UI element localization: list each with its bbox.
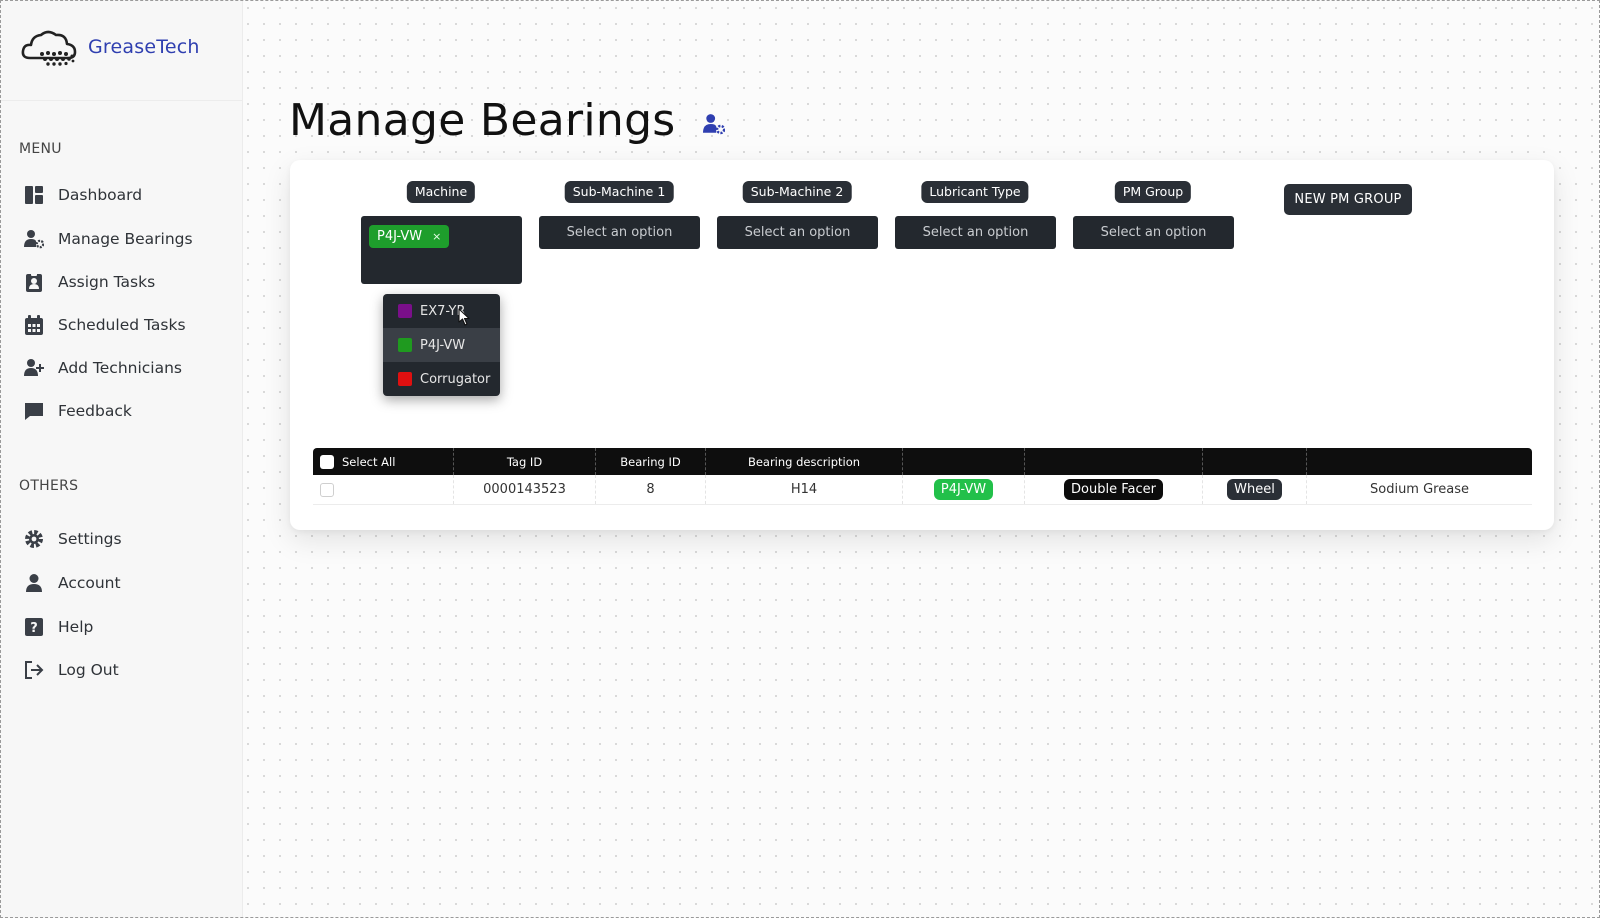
option-label: Corrugator [420,371,491,387]
sub-machine-1-cell: Double Facer [1024,475,1202,504]
bearing-id-cell: 8 [595,475,705,504]
logo[interactable]: GreaseTech [20,28,200,66]
select-all-label: Select All [342,454,396,469]
select-all-checkbox[interactable] [320,454,334,469]
sidebar-item-label: Settings [58,530,122,548]
sidebar-item-log-out[interactable]: Log Out [24,657,119,683]
color-swatch [398,338,412,352]
column-header[interactable] [1202,448,1306,475]
machine-cell: P4J-VW [902,475,1024,504]
sidebar-item-settings[interactable]: Settings [24,526,122,552]
page-title: Manage Bearings [289,95,676,146]
selected-machine-chip: P4J-VW × [369,225,450,248]
dashboard-icon [25,186,43,204]
sub-machine-1-select[interactable]: Select an option [539,216,700,249]
sidebar-item-label: Help [58,618,94,636]
calendar-icon [25,315,43,335]
column-header[interactable] [1024,448,1202,475]
sidebar-item-label: Assign Tasks [58,273,156,291]
pm-group-select[interactable]: Select an option [1073,216,1234,249]
sidebar-item-add-technicians[interactable]: Add Technicians [24,355,182,381]
sidebar-item-dashboard[interactable]: Dashboard [24,182,142,208]
sidebar: GreaseTech MENU Dashboard Manage Bearing… [0,0,243,918]
lubricant-cell: Sodium Grease [1306,475,1532,504]
message-icon [25,403,43,420]
menu-section-title: MENU [19,141,62,157]
sub-machine-2-select[interactable]: Select an option [717,216,878,249]
tag-id-header[interactable]: Tag ID [453,448,595,475]
sub-machine-1-badge: Double Facer [1064,479,1163,500]
logout-icon [25,661,44,679]
color-swatch [398,372,412,386]
gear-icon [25,530,43,548]
row-checkbox[interactable] [320,482,334,497]
sidebar-item-manage-bearings[interactable]: Manage Bearings [24,226,193,252]
sidebar-item-label: Account [58,574,121,592]
sub-machine-1-filter-label: Sub-Machine 1 [564,181,674,203]
new-pm-group-button[interactable]: NEW PM GROUP [1284,184,1412,215]
sidebar-item-feedback[interactable]: Feedback [24,398,132,424]
machine-option[interactable]: P4J-VW [383,328,500,362]
machine-option[interactable]: Corrugator [383,362,500,396]
clipboard-user-icon [26,272,42,292]
machine-dropdown: EX7-YR P4J-VW Corrugator [383,294,500,396]
brand-name: GreaseTech [88,36,200,58]
machine-option[interactable]: EX7-YR [383,294,500,328]
row-select-cell [313,475,453,504]
sidebar-item-label: Dashboard [58,186,143,204]
sidebar-item-account[interactable]: Account [24,570,121,596]
pm-group-filter-label: PM Group [1114,181,1192,203]
remove-chip-icon[interactable]: × [432,230,442,243]
sidebar-item-label: Manage Bearings [58,230,193,248]
table-header: Select All Tag ID Bearing ID Bearing des… [313,448,1532,475]
column-header[interactable] [1306,448,1532,475]
machine-filter-label: Machine [406,181,476,203]
sidebar-item-scheduled-tasks[interactable]: Scheduled Tasks [24,312,186,338]
others-section-title: OTHERS [19,478,79,494]
sub-machine-2-filter-label: Sub-Machine 2 [742,181,852,203]
user-icon [26,574,42,592]
tag-id-cell: 0000143523 [453,475,595,504]
chip-label: P4J-VW [377,229,423,244]
user-gear-icon [703,114,725,135]
sidebar-item-label: Log Out [58,661,119,679]
user-plus-icon [24,359,44,376]
question-icon: ? [25,618,43,636]
machine-select[interactable]: P4J-VW × [361,216,522,284]
column-header[interactable] [902,448,1024,475]
sub-machine-2-cell: Wheel [1202,475,1306,504]
machine-badge: P4J-VW [933,479,994,500]
sidebar-item-label: Scheduled Tasks [58,316,186,334]
user-gear-icon [24,230,44,249]
sidebar-item-help[interactable]: ? Help [24,614,93,640]
bearing-description-cell: H14 [705,475,902,504]
option-label: EX7-YR [420,303,466,319]
lubricant-type-select[interactable]: Select an option [895,216,1056,249]
svg-text:?: ? [30,621,38,636]
lubricant-type-filter-label: Lubricant Type [921,181,1029,203]
sidebar-item-label: Add Technicians [58,359,183,377]
mouse-cursor-icon [458,308,470,326]
sidebar-divider [0,100,243,101]
bearings-card: Machine Sub-Machine 1 Sub-Machine 2 Lubr… [290,160,1554,530]
bearing-id-header[interactable]: Bearing ID [595,448,705,475]
bearing-description-header[interactable]: Bearing description [705,448,902,475]
color-swatch [398,304,412,318]
option-label: P4J-VW [420,337,466,353]
cloud-logo-icon [21,30,77,66]
select-all-header[interactable]: Select All [313,448,453,475]
table-row[interactable]: 0000143523 8 H14 P4J-VW Double Facer Whe… [313,475,1532,505]
sidebar-item-label: Feedback [58,402,132,420]
sidebar-item-assign-tasks[interactable]: Assign Tasks [24,269,155,295]
sub-machine-2-badge: Wheel [1227,479,1282,500]
bearings-table: Select All Tag ID Bearing ID Bearing des… [313,448,1532,505]
